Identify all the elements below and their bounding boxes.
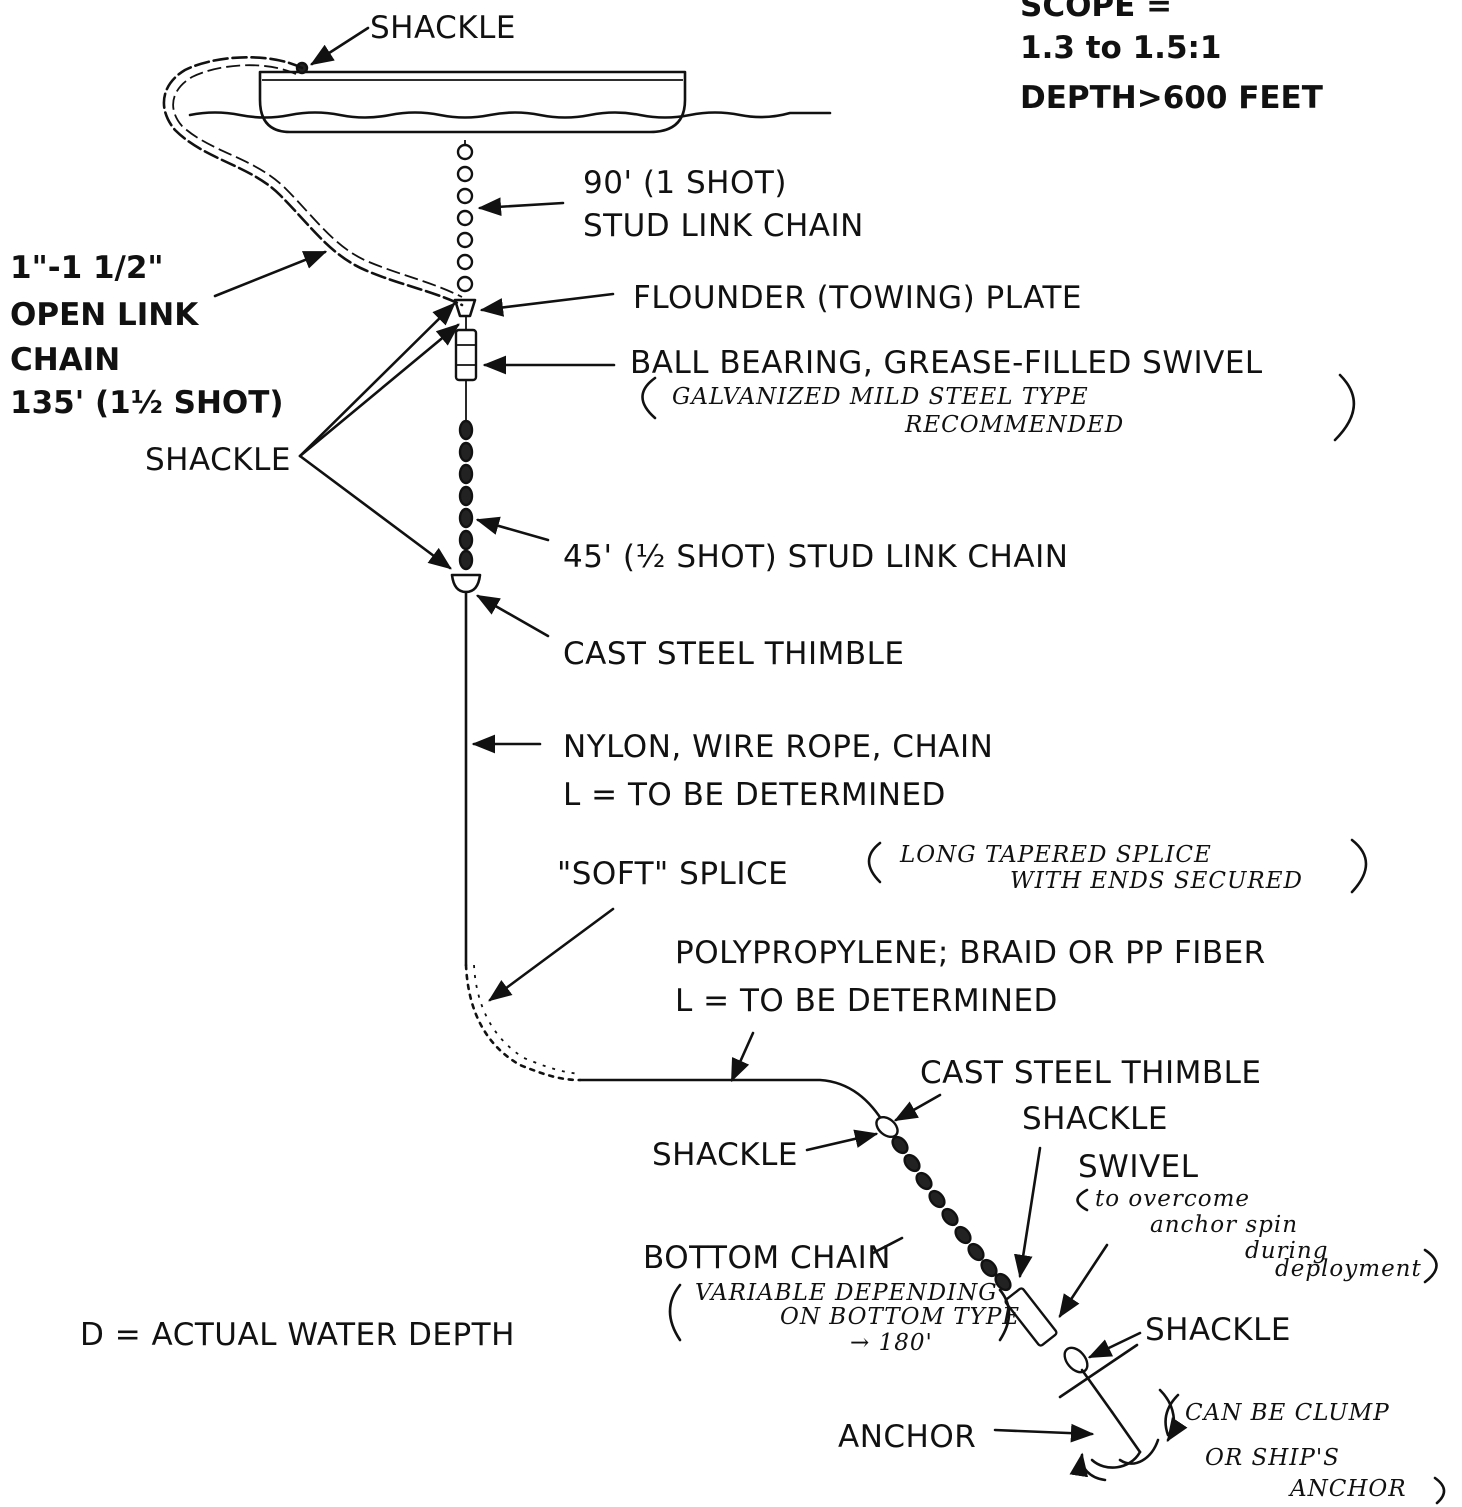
bottom-shackle bbox=[1063, 1346, 1089, 1374]
label-swivel-bottom: SWIVEL bbox=[1078, 1149, 1199, 1185]
label-flounder-plate: FLOUNDER (TOWING) PLATE bbox=[633, 280, 1082, 316]
scope-block: SCOPE = 1.3 to 1.5:1 DEPTH>600 FEET bbox=[1020, 0, 1323, 116]
label-soft-splice: "SOFT" SPLICE bbox=[557, 856, 788, 892]
label-shackle-bottom-left: SHACKLE bbox=[652, 1137, 798, 1173]
label-swivel-bottom-note-4: deployment bbox=[1275, 1256, 1422, 1282]
label-stud-45: 45' (½ SHOT) STUD LINK CHAIN bbox=[563, 539, 1068, 575]
label-open-link-3: CHAIN bbox=[10, 342, 120, 378]
label-swivel-bottom-note-2: anchor spin bbox=[1150, 1212, 1298, 1238]
label-depth-note: D = ACTUAL WATER DEPTH bbox=[80, 1317, 515, 1353]
label-swivel-note-2: RECOMMENDED bbox=[904, 412, 1124, 438]
label-swivel-bottom-note-1: to overcome bbox=[1095, 1186, 1250, 1212]
open-link-chain bbox=[162, 56, 464, 307]
label-open-link-1: 1"-1 1/2" bbox=[10, 250, 164, 286]
label-open-link-4: 135' (1½ SHOT) bbox=[10, 385, 284, 421]
ball-bearing-swivel bbox=[454, 316, 478, 420]
buoy bbox=[258, 70, 687, 134]
label-bottom-chain-note-3: → 180' bbox=[850, 1330, 933, 1356]
scope-ratio: 1.3 to 1.5:1 bbox=[1020, 30, 1222, 66]
cast-steel-thimble-upper bbox=[450, 573, 482, 594]
label-stud-90-2: STUD LINK CHAIN bbox=[583, 208, 864, 244]
scope-depth: DEPTH>600 FEET bbox=[1020, 80, 1323, 116]
anchor bbox=[1058, 1343, 1188, 1482]
label-anchor-note-1: CAN BE CLUMP bbox=[1185, 1400, 1390, 1426]
leader-lines bbox=[213, 26, 1142, 1443]
label-splice-note-2: WITH ENDS SECURED bbox=[1010, 868, 1303, 894]
label-polypropylene-1: POLYPROPYLENE; BRAID OR PP FIBER bbox=[675, 935, 1266, 971]
scope-title: SCOPE = bbox=[1020, 0, 1172, 24]
label-anchor: ANCHOR bbox=[838, 1419, 976, 1455]
label-shackle-bottom-right: SHACKLE bbox=[1145, 1312, 1291, 1348]
label-shackle-left: SHACKLE bbox=[145, 442, 291, 478]
label-nylon-1: NYLON, WIRE ROPE, CHAIN bbox=[563, 729, 993, 765]
label-polypropylene-2: L = TO BE DETERMINED bbox=[675, 983, 1058, 1019]
label-cast-steel-thimble-2: CAST STEEL THIMBLE bbox=[920, 1055, 1262, 1091]
label-swivel-bottom-note-3: during bbox=[1245, 1238, 1328, 1264]
label-open-link-2: OPEN LINK bbox=[10, 297, 199, 333]
label-splice-note-1: LONG TAPERED SPLICE bbox=[899, 842, 1212, 868]
label-bottom-chain-note-2: ON BOTTOM TYPE bbox=[780, 1304, 1020, 1330]
label-cast-steel-thimble-1: CAST STEEL THIMBLE bbox=[563, 636, 905, 672]
label-anchor-note-3: ANCHOR bbox=[1288, 1476, 1407, 1502]
label-stud-90-1: 90' (1 SHOT) bbox=[583, 165, 787, 201]
label-bottom-chain: BOTTOM CHAIN bbox=[643, 1240, 891, 1276]
label-shackle-top: SHACKLE bbox=[370, 10, 516, 46]
cast-steel-thimble-lower bbox=[875, 1115, 899, 1139]
label-ball-bearing-swivel: BALL BEARING, GREASE-FILLED SWIVEL bbox=[630, 345, 1263, 381]
label-shackle-mid: SHACKLE bbox=[1022, 1101, 1168, 1137]
label-anchor-note-2: OR SHIP'S bbox=[1205, 1445, 1340, 1471]
water-surface bbox=[188, 111, 832, 119]
label-swivel-note-1: GALVANIZED MILD STEEL TYPE bbox=[672, 384, 1089, 410]
label-bottom-chain-note-1: VARIABLE DEPENDING bbox=[695, 1280, 998, 1306]
flounder-plate bbox=[453, 298, 477, 318]
label-nylon-2: L = TO BE DETERMINED bbox=[563, 777, 946, 813]
bottom-swivel bbox=[1004, 1287, 1058, 1347]
stud-link-chain-90 bbox=[456, 140, 474, 293]
stud-link-chain-45 bbox=[458, 419, 474, 571]
bottom-chain bbox=[891, 1135, 1012, 1292]
note-brackets bbox=[641, 373, 1446, 1505]
